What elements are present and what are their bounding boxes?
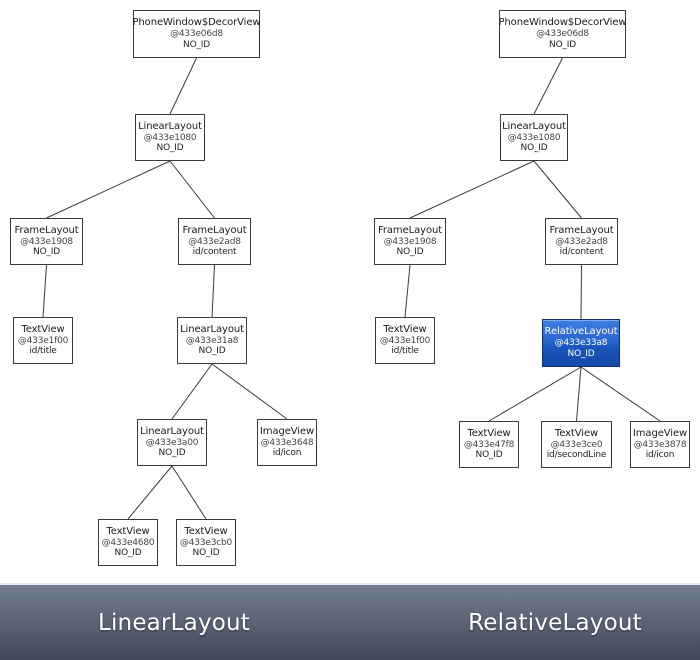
tree-edge — [211, 363, 288, 420]
tree-edge — [42, 264, 47, 318]
node-resource-id: id/content — [192, 247, 237, 258]
node-class-name: LinearLayout — [502, 120, 566, 132]
node-resource-id: id/secondLine — [546, 450, 607, 461]
node-class-name: LinearLayout — [138, 120, 202, 132]
node-resource-id: NO_ID — [396, 247, 424, 258]
node-address: @433e06d8 — [170, 29, 223, 40]
node-resource-id: id/icon — [645, 450, 675, 461]
node-resource-id: NO_ID — [198, 346, 226, 357]
node-resource-id: id/title — [29, 346, 57, 357]
node-class-name: FrameLayout — [377, 224, 443, 236]
node-address: @433e3878 — [633, 439, 687, 450]
tree-edge — [404, 264, 411, 318]
node-class-name: TextView — [467, 427, 511, 439]
node-class-name: TextView — [106, 525, 150, 537]
node-address: @433e1080 — [507, 132, 561, 143]
node-class-name: LinearLayout — [140, 425, 204, 437]
node-address: @433e47f8 — [463, 439, 515, 450]
tree-edge — [580, 264, 582, 320]
tree-edge — [533, 57, 563, 115]
tree-edge — [127, 465, 173, 520]
tree-edge — [488, 366, 582, 422]
comparison-banner: LinearLayout RelativeLayout — [0, 583, 700, 660]
node-address: @433e31a8 — [185, 335, 239, 346]
node-address: @433e3cb0 — [179, 537, 233, 548]
tree-edge — [211, 264, 215, 318]
node-class-name: FrameLayout — [182, 224, 247, 236]
node-address: @433e1080 — [143, 132, 197, 143]
node-address: @433e4680 — [101, 537, 155, 548]
node-address: @433e1908 — [383, 236, 437, 247]
node-class-name: TextView — [21, 323, 65, 335]
node-resource-id: NO_ID — [33, 247, 60, 258]
node-resource-id: NO_ID — [549, 39, 576, 50]
node-class-name: RelativeLayout — [544, 326, 618, 338]
node-resource-id: NO_ID — [520, 143, 548, 154]
node-class-name: PhoneWindow$DecorView — [498, 17, 627, 29]
node-class-name: TextView — [184, 525, 228, 537]
tree-edge — [171, 465, 207, 520]
node-resource-id: NO_ID — [156, 143, 184, 154]
node-class-name: LinearLayout — [180, 323, 244, 335]
banner-label-relativelayout: RelativeLayout — [468, 609, 642, 636]
node-class-name: TextView — [554, 427, 599, 439]
tree-edges — [42, 57, 661, 520]
node-class-name: ImageView — [259, 425, 315, 437]
node-resource-id: NO_ID — [567, 348, 595, 359]
tree-edge — [580, 366, 661, 422]
tree-edge — [169, 57, 197, 115]
node-resource-id: NO_ID — [158, 448, 186, 459]
node-resource-id: id/title — [391, 346, 419, 357]
tree-edge — [576, 366, 582, 422]
node-resource-id: NO_ID — [183, 39, 210, 50]
node-address: @433e1f00 — [379, 335, 431, 346]
tree-edge — [409, 160, 535, 219]
node-address: @433e1f00 — [17, 335, 69, 346]
node-address: @433e3648 — [260, 437, 314, 448]
tree-edge — [46, 160, 171, 219]
node-resource-id: id/content — [559, 247, 604, 258]
node-resource-id: NO_ID — [192, 548, 220, 559]
node-class-name: TextView — [383, 323, 427, 335]
node-address: @433e2ad8 — [555, 236, 608, 247]
tree-edge — [169, 160, 215, 219]
tree-edge — [171, 363, 213, 420]
banner-label-linearlayout: LinearLayout — [97, 609, 251, 636]
node-resource-id: id/icon — [272, 448, 302, 459]
node-address: @433e1908 — [20, 236, 73, 247]
node-class-name: PhoneWindow$DecorView — [132, 17, 261, 29]
node-resource-id: NO_ID — [114, 548, 142, 559]
node-address: @433e3a00 — [145, 437, 199, 448]
node-class-name: FrameLayout — [549, 224, 614, 236]
node-address: @433e3ce0 — [550, 439, 603, 450]
node-address: @433e06d8 — [536, 29, 589, 40]
node-class-name: ImageView — [632, 427, 688, 439]
node-address: @433e2ad8 — [188, 236, 241, 247]
node-class-name: FrameLayout — [14, 224, 79, 236]
tree-edge — [533, 160, 582, 219]
node-resource-id: NO_ID — [475, 450, 503, 461]
node-address: @433e33a8 — [554, 338, 608, 349]
